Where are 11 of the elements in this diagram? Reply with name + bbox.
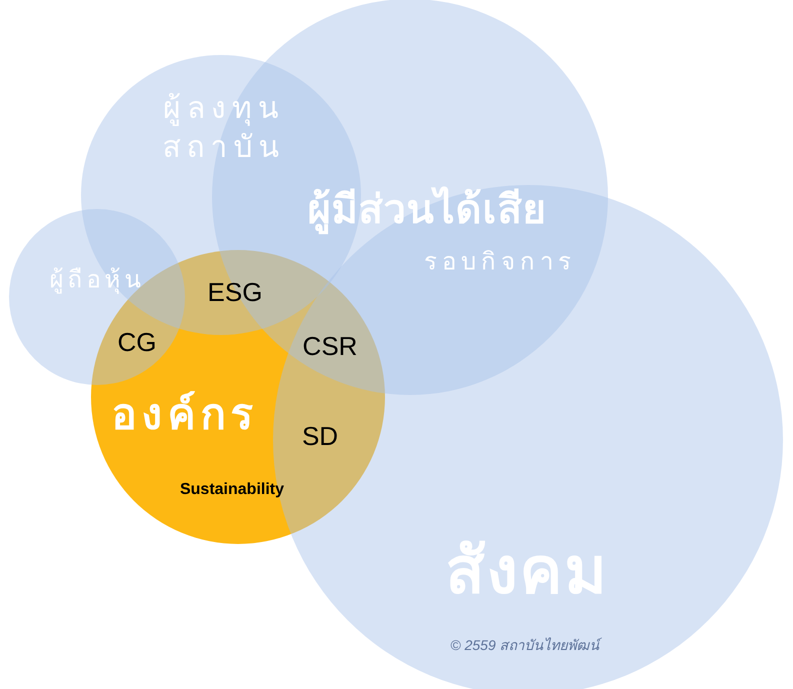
circle-label: รอบกิจการ [423, 246, 577, 278]
circle-label: องค์กร [110, 388, 260, 441]
circle-label: ผู้ถือหุ้น [48, 264, 146, 296]
region-label: SD [302, 422, 338, 452]
circle-label: ผู้ลงทุนสถาบัน [162, 90, 286, 167]
region-label: ESG [208, 278, 262, 308]
region-label: Sustainability [180, 480, 284, 500]
circle-label: ผู้มีส่วนได้เสีย [306, 186, 548, 236]
region-label: CG [118, 328, 156, 358]
region-label: CSR [302, 332, 358, 362]
copyright-note: © 2559 สถาบันไทยพัฒน์ [450, 636, 600, 654]
